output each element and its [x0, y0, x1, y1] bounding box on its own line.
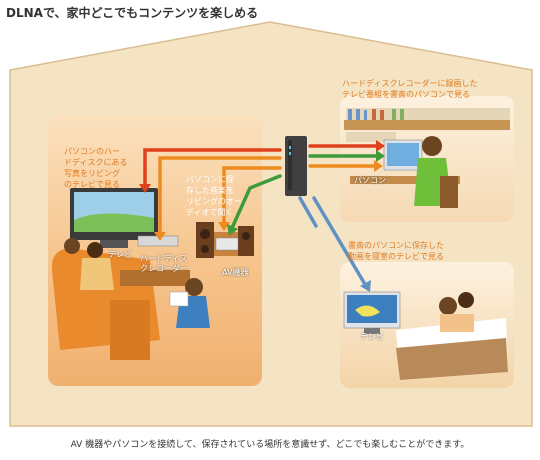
- footer-caption: AV 機器やパソコンを接続して、保存されている場所を意識せず、どこでも楽しむこと…: [70, 440, 470, 450]
- label-line: ハードディス: [140, 254, 188, 263]
- arrow-blue-router: [298, 196, 318, 228]
- caption-line: ハードディスクレコーダーに録画した: [342, 79, 478, 88]
- caption-line: 写真をリビング: [64, 169, 120, 178]
- caption-bedroom-video: 書斎のパソコンに保存した 動画を寝室のテレビで見る: [348, 240, 444, 262]
- label-bedroom-tv: テレビ: [360, 332, 384, 341]
- caption-line: のテレビで見る: [64, 180, 120, 189]
- caption-study-recorder: ハードディスクレコーダーに録画した テレビ番組を書斎のパソコンで見る: [342, 78, 477, 100]
- label-pc: パソコン: [354, 176, 386, 185]
- page-title: DLNAで、家中どこでもコンテンツを楽しめる: [6, 6, 259, 20]
- speaker-left: [196, 222, 214, 258]
- arrow-orange-2: [222, 166, 282, 226]
- caption-line: ディオで聞く: [186, 208, 234, 217]
- caption-line: ドディスクにある: [64, 158, 128, 167]
- caption-line: テレビ番組を書斎のパソコンで見る: [342, 90, 470, 99]
- caption-line: リビングのオー: [186, 197, 242, 206]
- caption-line: 書斎のパソコンに保存した: [348, 241, 444, 250]
- caption-line: 存した音楽を: [186, 186, 234, 195]
- arrow-orange-1: [158, 156, 282, 236]
- data-flow-arrows: [139, 140, 385, 292]
- arrow-red: [143, 148, 282, 188]
- caption-line: パソコンのハー: [64, 147, 120, 156]
- arrow-green-left: [230, 174, 282, 230]
- caption-line: パソコンに保: [186, 175, 234, 184]
- speaker-right: [238, 226, 254, 256]
- caption-living-photos: パソコンのハー ドディスクにある 写真をリビング のテレビで見る: [64, 146, 127, 190]
- label-hdd-recorder: ハードディス クレコーダー: [140, 254, 188, 274]
- audio-player: [215, 237, 239, 251]
- caption-living-music: パソコンに保 存した音楽を リビングのオー ディオで聞く: [186, 174, 242, 218]
- coffee-table: [120, 270, 190, 286]
- label-living-tv: テレビ: [108, 250, 132, 259]
- study-desk: [350, 176, 460, 184]
- label-line: クレコーダー: [140, 264, 188, 273]
- sofa-arm: [110, 300, 150, 360]
- label-av-equipment: AV機器: [222, 268, 249, 277]
- arrow-blue-bedroom: [312, 196, 368, 288]
- caption-line: 動画を寝室のテレビで見る: [348, 252, 444, 261]
